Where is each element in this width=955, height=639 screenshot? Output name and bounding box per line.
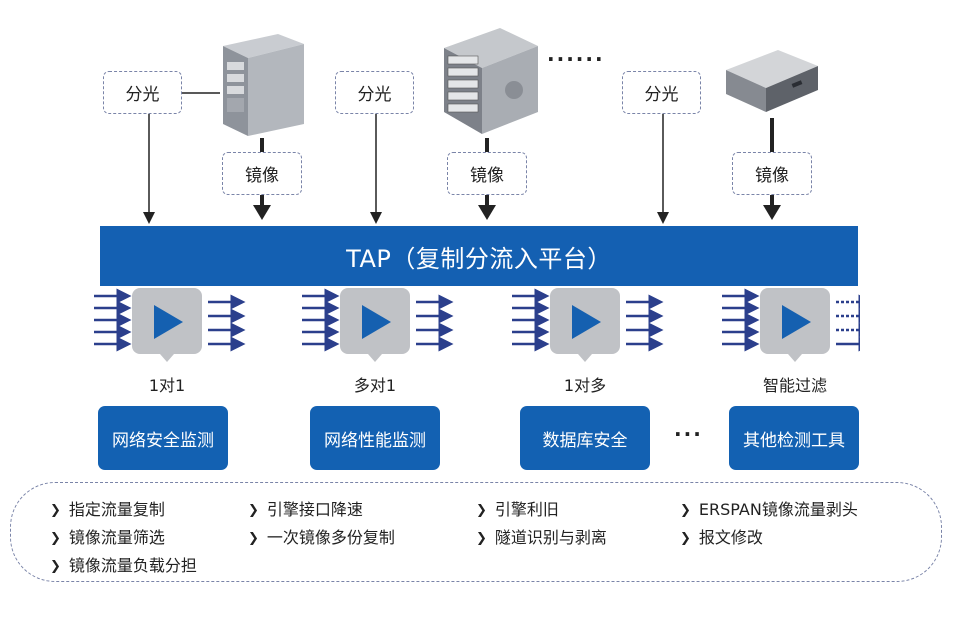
tap-title: TAP（复制分流入平台） [346,244,612,273]
chevron-right-icon: ❯ [50,531,61,546]
split-label: 分光 [644,85,679,105]
mirror-arrow-3 [763,195,781,220]
chevron-right-icon: ❯ [680,503,691,518]
mirror-box-3: 镜像 [732,152,812,195]
tool-other-detection: 其他检测工具 [729,406,859,470]
mode-label-1: 1对1 [148,376,186,395]
feature-item: ❯ERSPAN镜像流量剥头 [680,500,858,519]
tap-platform-bar: TAP（复制分流入平台） [100,226,858,286]
feature-item: ❯指定流量复制 [50,500,165,519]
chevron-right-icon: ❯ [50,559,61,574]
feature-item: ❯引擎接口降速 [248,500,363,519]
tool-label: 网络性能监测 [324,430,426,451]
tool-database-security: 数据库安全 [520,406,650,470]
tool-label: 网络安全监测 [112,430,214,451]
feature-item: ❯引擎利旧 [476,500,559,519]
split-box-2: 分光 [335,71,414,114]
mirror-label: 镜像 [470,166,504,186]
chevron-right-icon: ❯ [248,503,259,518]
flow-unit-one-to-one [94,288,246,362]
mode-label-2: 多对1 [353,376,397,395]
blade-server-icon [444,28,538,134]
flow-icons [94,288,860,362]
mirror-label: 镜像 [755,166,789,186]
chevron-right-icon: ❯ [476,531,487,546]
tools-ellipsis: ··· [674,422,703,446]
feature-item: ❯镜像流量筛选 [50,528,165,547]
mirror-box-2: 镜像 [447,152,527,195]
flow-unit-many-to-one [302,288,454,362]
feature-item: ❯镜像流量负载分担 [50,556,197,575]
tool-network-performance: 网络性能监测 [310,406,440,470]
flow-unit-smart-filter [722,288,860,362]
flow-unit-one-to-many [512,288,664,362]
mode-label-4: 智能过滤 [762,376,827,395]
feature-item: ❯报文修改 [680,528,763,547]
mirror-arrow-1 [253,195,271,220]
mirror-label: 镜像 [245,166,279,186]
tool-label: 数据库安全 [542,430,628,451]
tool-network-security: 网络安全监测 [98,406,228,470]
mode-label-3: 1对多 [563,376,607,395]
split-box-1: 分光 [103,71,182,114]
mirror-box-1: 镜像 [222,152,302,195]
split-label: 分光 [125,85,160,105]
split-box-3: 分光 [622,71,701,114]
mirror-arrow-2 [478,195,496,220]
feature-item: ❯隧道识别与剥离 [476,528,607,547]
chevron-right-icon: ❯ [476,503,487,518]
chevron-right-icon: ❯ [680,531,691,546]
feature-item: ❯一次镜像多份复制 [248,528,395,547]
split-label: 分光 [357,85,392,105]
chevron-right-icon: ❯ [50,503,61,518]
tool-label: 其他检测工具 [743,430,845,451]
top-ellipsis: ...... [547,42,605,66]
tower-server-icon [223,34,304,136]
feature-panel [10,482,942,582]
chevron-right-icon: ❯ [248,531,259,546]
rack-server-icon [726,50,818,112]
